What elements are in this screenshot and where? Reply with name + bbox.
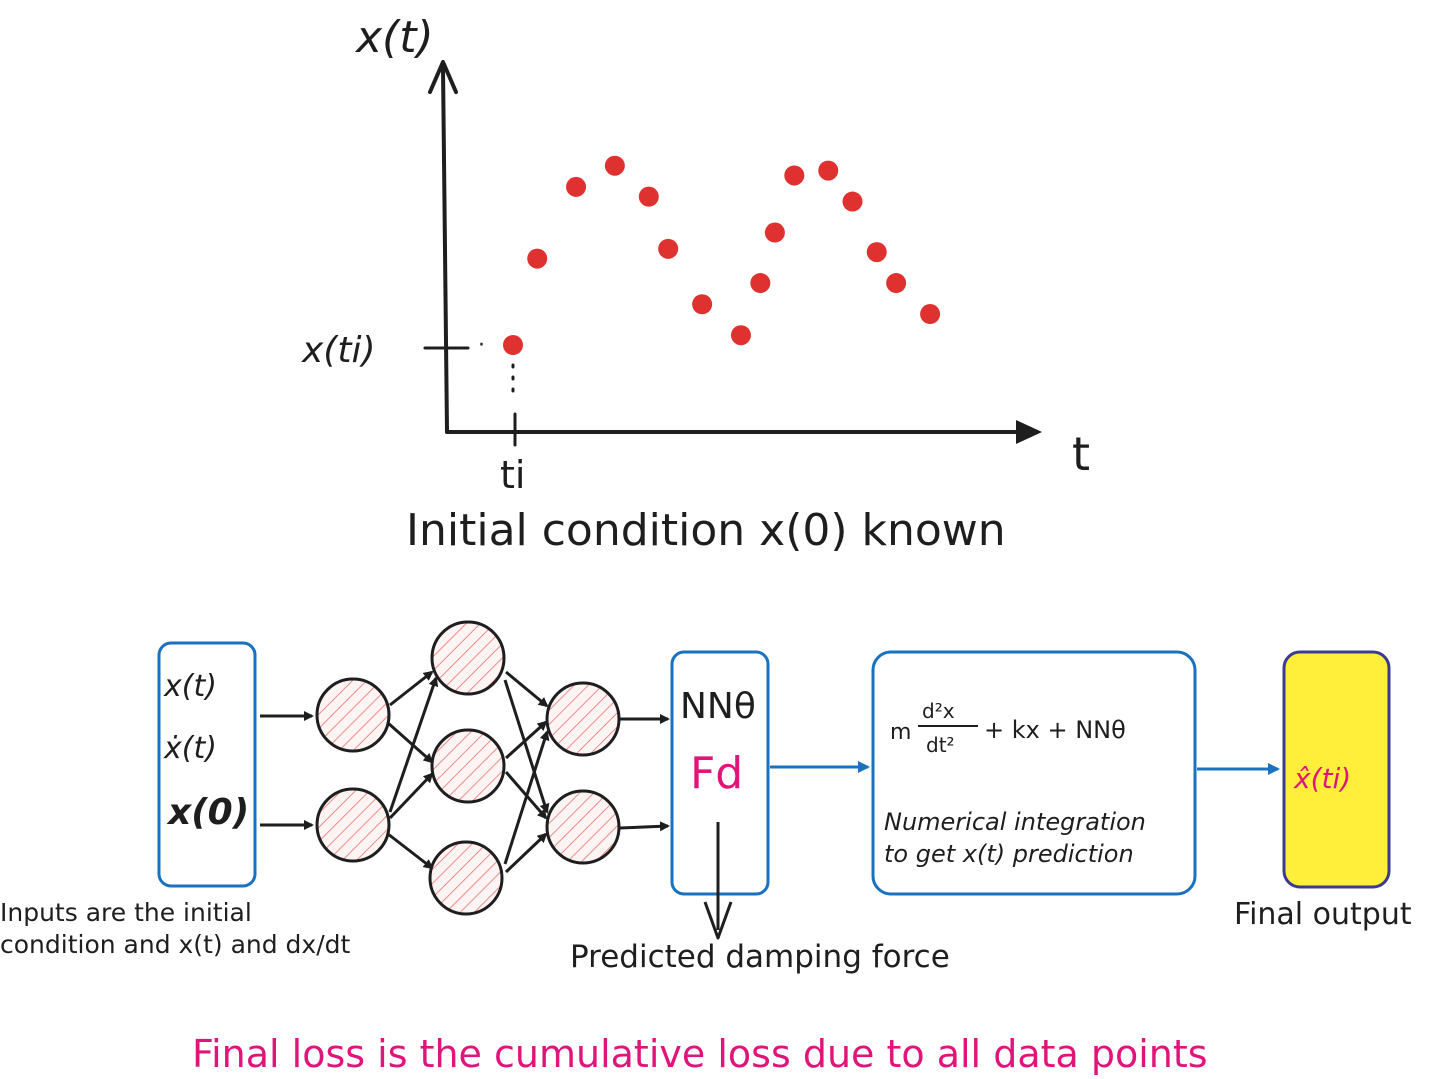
data-point-12 (818, 160, 839, 181)
nn-connections (387, 670, 670, 874)
ode-line2: to get x(t) prediction (884, 840, 1134, 868)
input-xdot-t: ẋ(t) (163, 731, 217, 766)
data-point-3 (566, 176, 587, 197)
footer-note: Final loss is the cumulative loss due to… (192, 1032, 1208, 1076)
final-output-label: x̂(ti) (1293, 762, 1351, 795)
nn-node-hidden-2 (430, 728, 506, 804)
data-point-4 (604, 155, 625, 176)
data-point-7 (692, 294, 713, 315)
data-point-15 (886, 273, 907, 294)
x-tick-label: ti (500, 453, 525, 497)
ode-block: m d²x dt² + kx + NNθ Numerical integrati… (871, 650, 1197, 896)
data-point-6 (658, 238, 679, 259)
plot-caption: Initial condition x(0) known (406, 505, 1006, 556)
nn-caption: Predicted damping force (570, 939, 950, 975)
inputs-caption-line2: condition and x(t) and dx/dt (0, 930, 351, 959)
final-output-box (1282, 650, 1391, 889)
inputs-box (157, 641, 257, 888)
final-output-caption: Final output (1234, 897, 1412, 932)
y-tick-label: x(ti) (301, 330, 376, 371)
data-point-13 (842, 191, 863, 212)
nn-output-block: NNθ Fd Predicted damping force (570, 650, 950, 975)
nn-node-hidden-3 (428, 840, 504, 916)
ode-line1: Numerical integration (884, 808, 1146, 836)
input-x-t: x(t) (163, 669, 217, 704)
fd-label: Fd (690, 748, 743, 799)
ode-eq-num: d²x (922, 699, 955, 723)
data-point-9 (750, 273, 771, 294)
input-x-0: x(0) (166, 792, 249, 833)
nn-node-hidden-1 (430, 620, 506, 696)
x-axis-label: t (1072, 427, 1090, 481)
nn-node-input-2 (315, 787, 391, 863)
inputs-caption-line1: Inputs are the initial (0, 898, 252, 927)
data-point-1 (503, 335, 523, 355)
y-axis-arrowhead (428, 60, 458, 94)
y-axis-label: x(t) (354, 12, 434, 63)
ode-eq-m: m (890, 720, 911, 745)
arrow-fd-head (703, 901, 733, 940)
nn-node-output-1 (545, 681, 621, 757)
data-point-14 (866, 242, 887, 263)
neural-network (315, 620, 670, 916)
nn-label: NNθ (680, 686, 756, 727)
final-output-block: x̂(ti) Final output (1234, 650, 1412, 932)
ode-box (871, 650, 1197, 896)
inputs-block: x(t) ẋ(t) x(0) Inputs are the initial co… (0, 641, 351, 959)
data-point-2 (527, 248, 548, 269)
data-point-10 (764, 222, 785, 243)
x-axis-arrowhead (1016, 420, 1042, 444)
scatter-plot: x(t) t · x(ti) ti Initial condition x(0)… (301, 12, 1090, 556)
nn-node-input-1 (315, 677, 391, 753)
ode-eq-den: dt² (926, 733, 955, 757)
data-point-16 (920, 304, 941, 325)
data-point-11 (784, 165, 805, 186)
nn-output-box (670, 650, 770, 896)
data-point-8 (730, 325, 751, 346)
ode-eq-rest: + kx + NNθ (984, 716, 1126, 744)
nn-node-output-2 (545, 789, 621, 865)
y-axis (441, 66, 449, 434)
data-point-5 (638, 186, 659, 207)
y-tick-dots: · (478, 333, 485, 358)
data-points (503, 155, 941, 355)
